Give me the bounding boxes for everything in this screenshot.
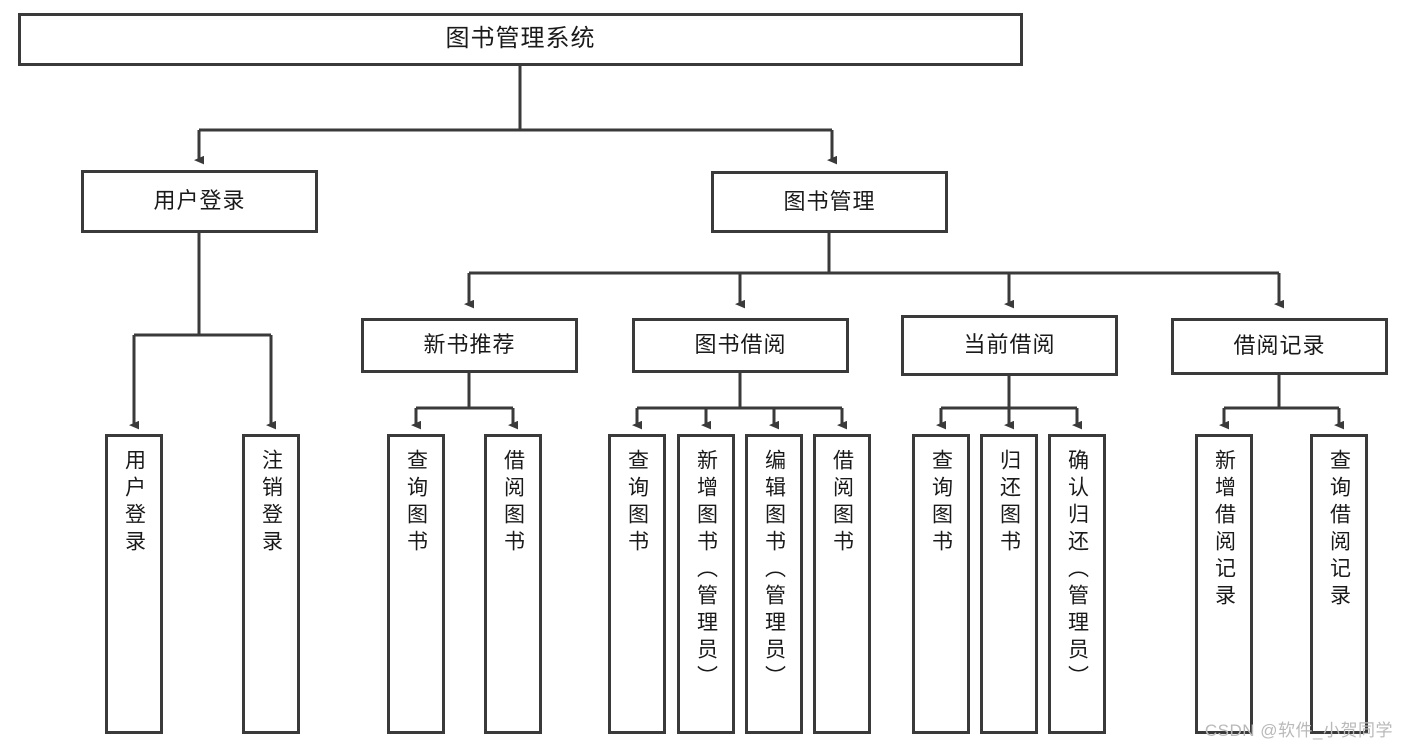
node-label: 用户登录 [122, 449, 146, 557]
leaf-add-book[interactable]: 新增图书（管理员） [677, 434, 735, 734]
node-label: 用户登录 [153, 188, 246, 214]
node-book-borrow[interactable]: 图书借阅 [632, 318, 849, 373]
leaf-confirm-return[interactable]: 确认归还（管理员） [1048, 434, 1106, 734]
node-user-login[interactable]: 用户登录 [81, 170, 318, 233]
leaf-add-borrow-record[interactable]: 新增借阅记录 [1195, 434, 1253, 734]
node-label: 注销登录 [259, 449, 283, 557]
node-current-borrow[interactable]: 当前借阅 [901, 315, 1118, 376]
leaf-edit-book[interactable]: 编辑图书（管理员） [745, 434, 803, 734]
watermark: CSDN @软件_小贺同学 [1204, 721, 1393, 740]
node-label: 新增借阅记录 [1212, 449, 1236, 611]
node-new-book-recommend[interactable]: 新书推荐 [361, 318, 578, 373]
node-label: 新增图书（管理员） [694, 449, 718, 692]
node-label: 借阅图书 [501, 449, 525, 557]
node-label: 借阅图书 [830, 449, 854, 557]
node-label: 当前借阅 [963, 332, 1056, 358]
leaf-query-borrow-record[interactable]: 查询借阅记录 [1310, 434, 1368, 734]
node-label: 图书管理 [783, 188, 876, 214]
node-label: 查询图书 [404, 449, 428, 557]
leaf-query-book-recommend[interactable]: 查询图书 [387, 434, 445, 734]
node-label: 图书管理系统 [445, 25, 596, 53]
leaf-user-logout[interactable]: 注销登录 [242, 434, 300, 734]
node-book-manage[interactable]: 图书管理 [711, 171, 948, 233]
node-label: 查询图书 [929, 449, 953, 557]
leaf-return-book[interactable]: 归还图书 [980, 434, 1038, 734]
leaf-query-book-borrow[interactable]: 查询图书 [608, 434, 666, 734]
node-label: 借阅记录 [1233, 333, 1326, 359]
leaf-borrow-book-recommend[interactable]: 借阅图书 [484, 434, 542, 734]
node-label: 确认归还（管理员） [1065, 449, 1089, 692]
node-borrow-record[interactable]: 借阅记录 [1171, 318, 1388, 375]
node-label: 新书推荐 [423, 332, 516, 358]
node-label: 查询图书 [625, 449, 649, 557]
node-root-book-management-system[interactable]: 图书管理系统 [18, 13, 1023, 66]
leaf-user-login[interactable]: 用户登录 [105, 434, 163, 734]
node-label: 查询借阅记录 [1327, 449, 1351, 611]
node-label: 归还图书 [997, 449, 1021, 557]
node-label: 编辑图书（管理员） [762, 449, 786, 692]
node-label: 图书借阅 [694, 332, 787, 358]
leaf-query-book-current[interactable]: 查询图书 [912, 434, 970, 734]
leaf-borrow-book[interactable]: 借阅图书 [813, 434, 871, 734]
